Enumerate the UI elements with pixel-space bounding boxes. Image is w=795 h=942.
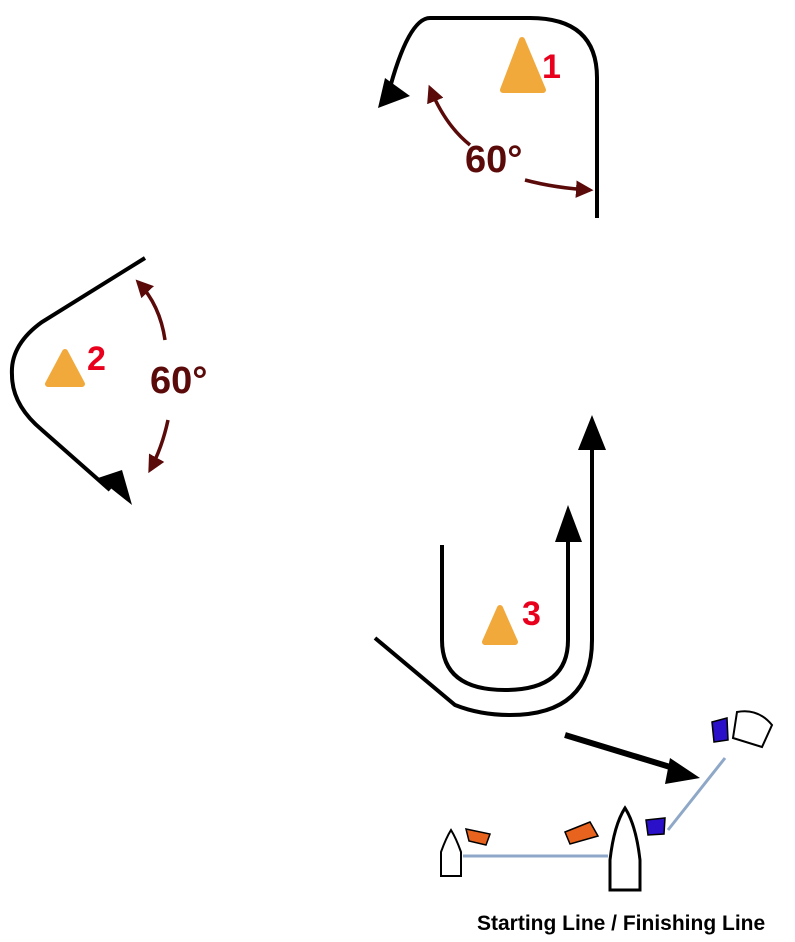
mark-3-number: 3 [522, 595, 541, 633]
mark-3-group: 3 [373, 415, 606, 718]
flag-blue-main [645, 817, 666, 836]
mark-2-group: 2 60° [9, 256, 207, 505]
buoy-mark-1 [500, 37, 546, 93]
finish-boat-right [731, 710, 774, 749]
flag-orange-left [464, 828, 492, 846]
course-arrowhead-mark-3-outer [578, 415, 606, 450]
start-finish-caption: Starting Line / Finishing Line [477, 912, 765, 935]
angle-arc-mark-2 [135, 279, 167, 341]
angle-arc-mark-2-lower [148, 419, 170, 474]
course-path-mark-3-outer [373, 445, 594, 718]
course-path-mark-2 [9, 256, 147, 492]
angle-arc-mark-1 [427, 84, 472, 147]
course-path-mark-1 [386, 16, 599, 218]
start-finish-group: Starting Line / Finishing Line [440, 710, 774, 935]
course-arrowhead-mark-3-inner [555, 505, 582, 542]
flag-blue-right [711, 717, 729, 743]
course-arrowhead-mark-1 [378, 78, 410, 108]
flag-orange-main [564, 821, 600, 845]
angle-label-mark-1: 60° [465, 139, 522, 181]
mark-1-group: 1 60° [378, 16, 599, 218]
committee-boat-main [608, 805, 642, 892]
approach-arrow-line [564, 732, 681, 773]
course-arrowhead-mark-2 [98, 470, 132, 505]
finishing-line [666, 757, 727, 831]
angle-arc-mark-1-lower [524, 178, 594, 198]
approach-arrowhead [665, 758, 700, 784]
mark-2-number: 2 [87, 340, 106, 378]
buoy-mark-2 [45, 349, 85, 387]
angle-label-mark-2: 60° [150, 360, 207, 402]
buoy-mark-3 [482, 605, 518, 645]
mark-1-number: 1 [542, 48, 561, 86]
course-path-mark-3-inner [440, 538, 570, 693]
committee-boat-left [440, 828, 462, 877]
